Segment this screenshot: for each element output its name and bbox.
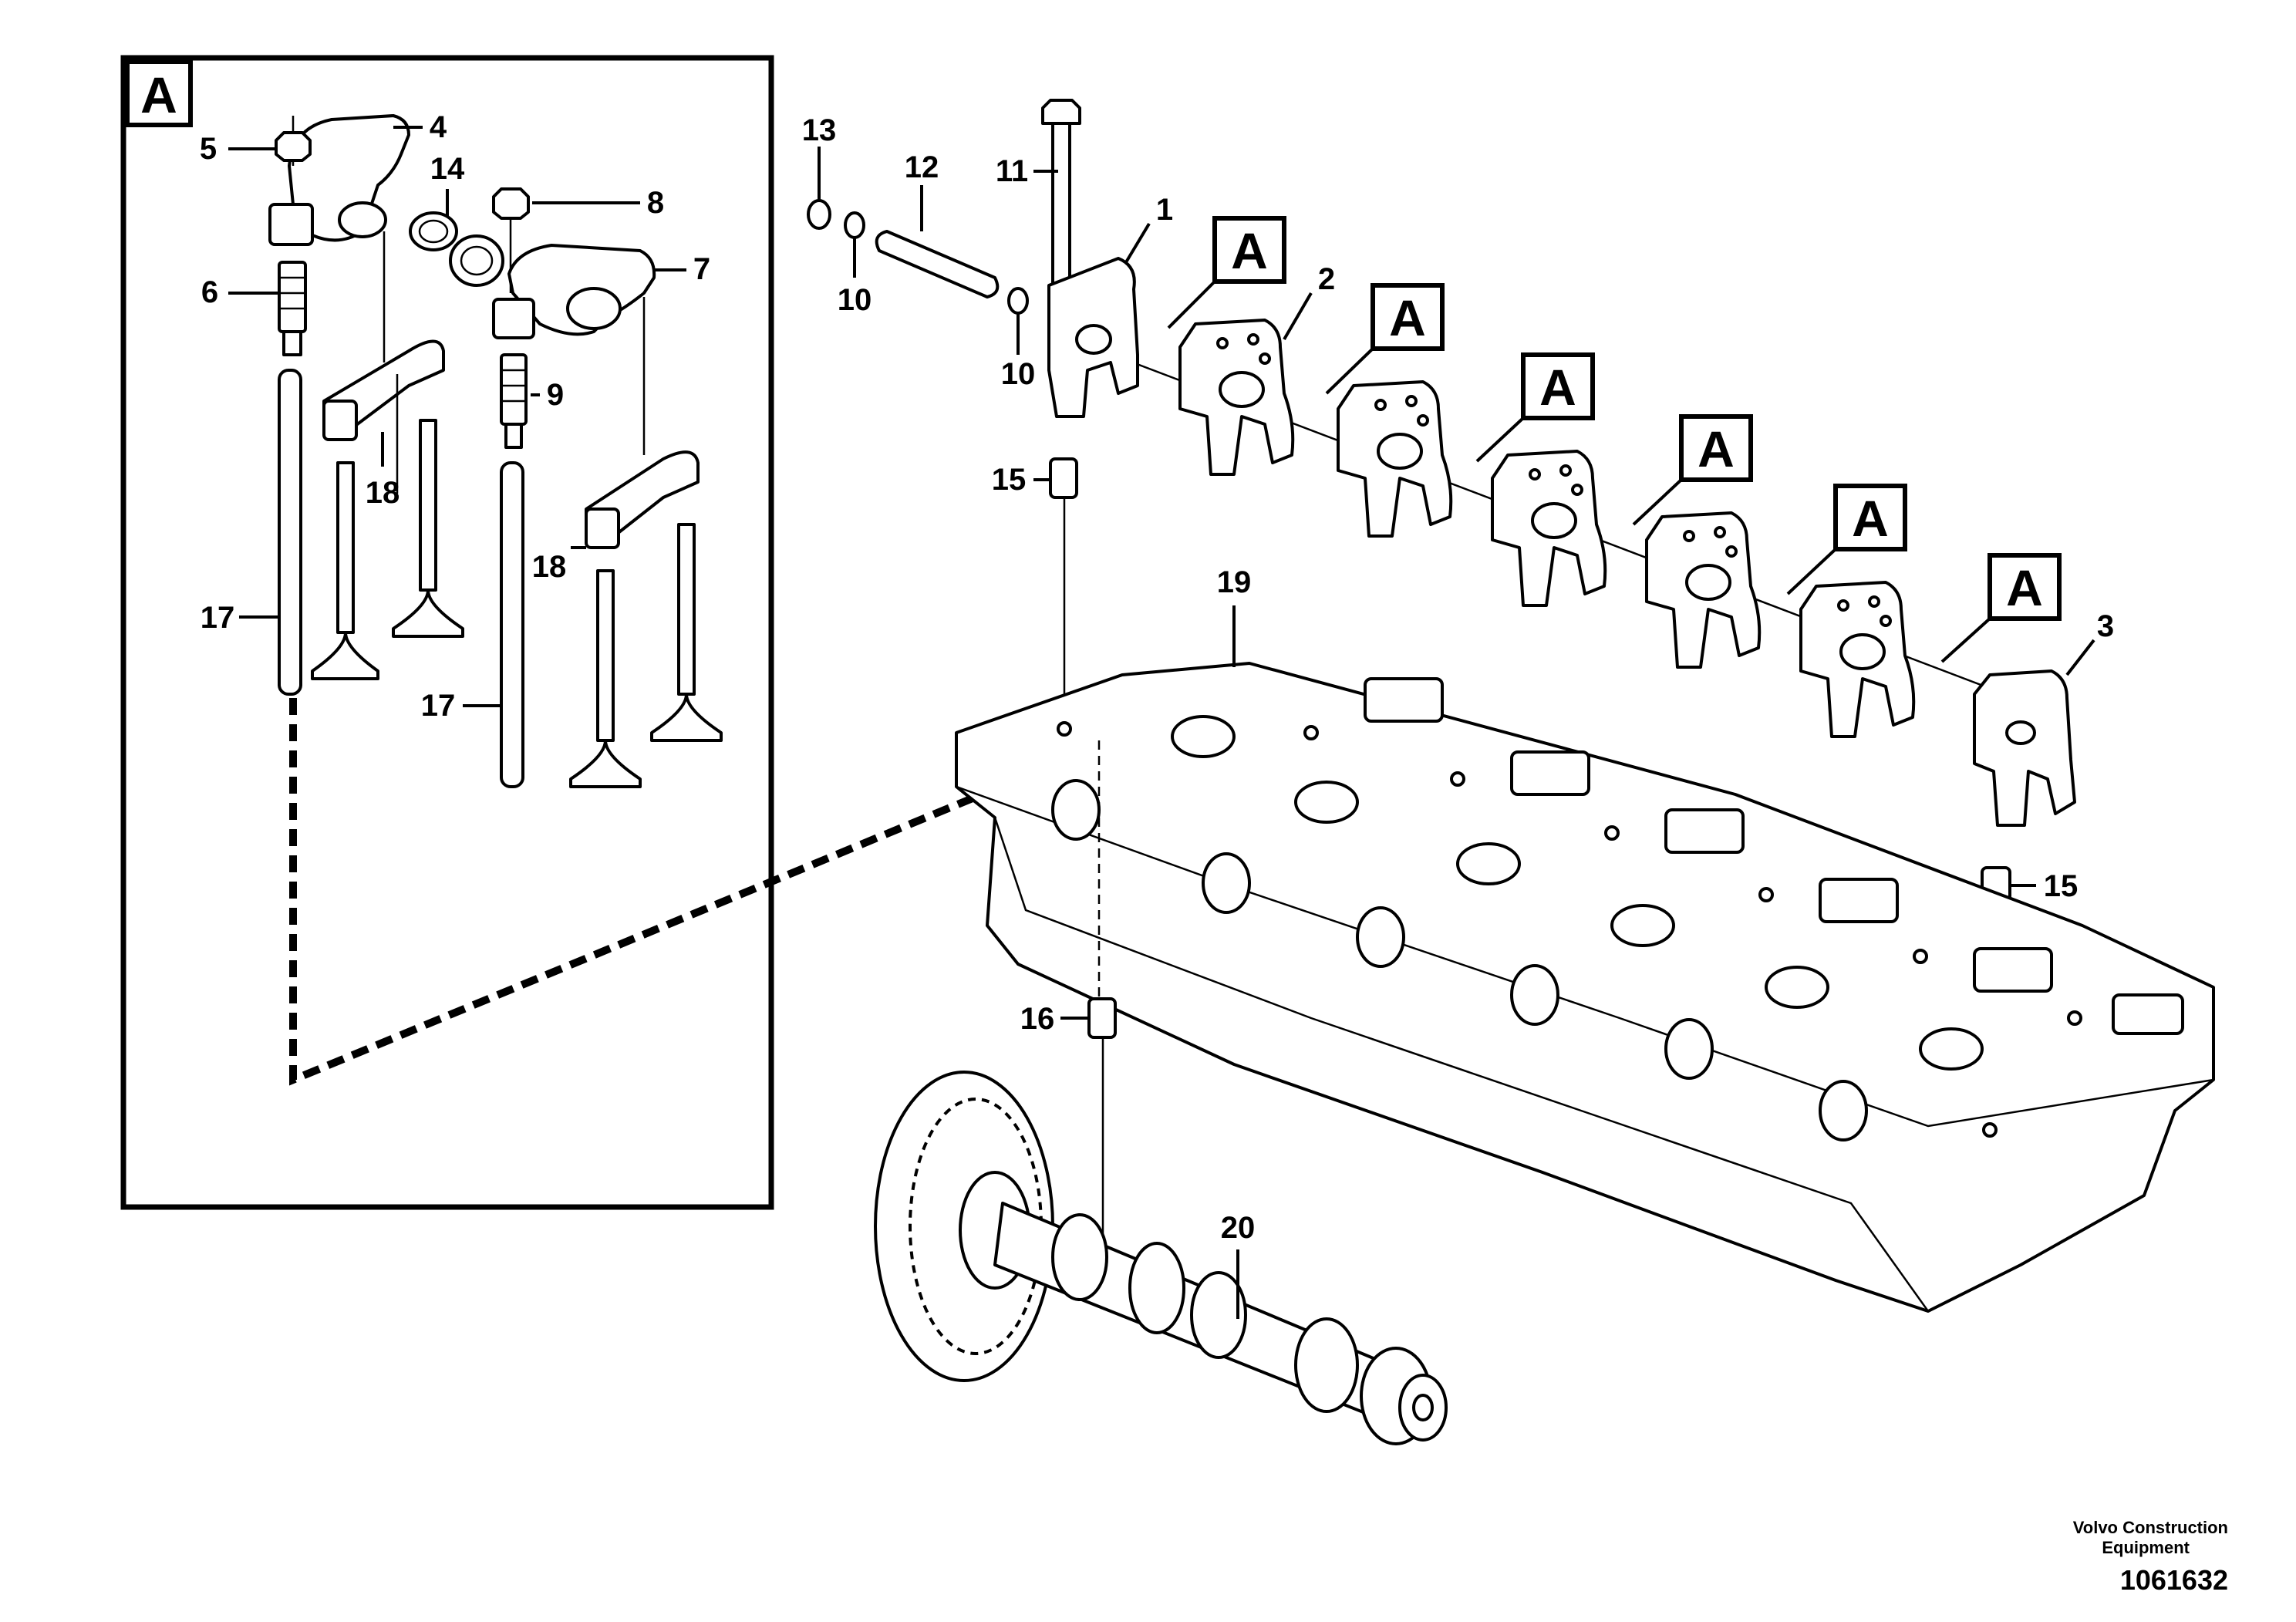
callout-14: 14	[430, 152, 465, 186]
inset-flag-a: A	[140, 66, 177, 123]
rocker-arm-7	[492, 244, 656, 339]
valves	[311, 419, 723, 788]
rocker-shaft-assembly: A A A A A A	[807, 99, 2076, 1134]
rocker-bracket-4	[1645, 511, 1762, 669]
callout-15-left: 15	[992, 463, 1027, 497]
callout-2: 2	[1318, 262, 1335, 296]
adjusting-screw-6	[278, 261, 307, 356]
callout-5: 5	[200, 132, 217, 166]
section-flag-4: A	[1698, 420, 1735, 477]
plug-13	[807, 199, 831, 230]
washer-10-left	[844, 211, 865, 239]
camshaft-20	[874, 1071, 1448, 1445]
brand-line-1: Volvo Construction	[2072, 1518, 2228, 1537]
rocker-arm-4	[268, 114, 410, 246]
callout-6: 6	[201, 275, 218, 309]
brand-line-2: Equipment	[2102, 1538, 2190, 1557]
callout-15-right: 15	[2044, 869, 2079, 903]
callout-9: 9	[547, 378, 564, 412]
push-rod-17-right	[500, 461, 524, 788]
callout-18-left: 18	[366, 476, 400, 510]
callout-17-left: 17	[201, 601, 235, 635]
callout-10-left: 10	[838, 283, 872, 317]
valve-bridge-18-right	[585, 297, 700, 549]
bracket-1	[1047, 257, 1139, 418]
callout-18-right: 18	[532, 550, 567, 584]
inset-connector	[289, 698, 1104, 1086]
rocker-bracket-1	[1178, 319, 1295, 476]
callout-10-right: 10	[1001, 357, 1036, 391]
end-bracket-3	[1973, 669, 2076, 827]
callout-12: 12	[905, 150, 939, 184]
section-flag-2: A	[1389, 289, 1426, 346]
bolt-11	[1041, 99, 1081, 295]
sleeve-16	[1087, 997, 1117, 1249]
callout-17-right: 17	[421, 689, 456, 723]
rocker-bracket-5	[1799, 581, 1916, 738]
bushing-15-left	[1049, 457, 1078, 499]
callout-16: 16	[1020, 1002, 1055, 1036]
push-rod-17-left	[278, 369, 302, 696]
section-flag-6: A	[2006, 559, 2043, 616]
cylinder-head-19	[955, 662, 2215, 1313]
valve-bridge-18-left	[322, 231, 445, 494]
springs-14	[409, 211, 504, 287]
main-callouts: 13 12 11 10 10 1 2 3 15 15 19 16 20	[802, 113, 2114, 1319]
callout-7: 7	[693, 252, 710, 286]
callout-11: 11	[996, 154, 1028, 188]
washer-10-right	[1007, 287, 1029, 315]
callout-1: 1	[1156, 193, 1173, 227]
document-number: 1061632	[2119, 1564, 2228, 1596]
callout-3: 3	[2097, 609, 2114, 643]
detail-inset-a: A	[120, 55, 774, 1210]
shaft-tube-12	[875, 230, 1000, 298]
callout-13: 13	[802, 113, 837, 147]
callout-4: 4	[430, 110, 447, 144]
callout-19: 19	[1217, 565, 1252, 599]
section-flag-5: A	[1852, 490, 1889, 547]
rocker-bracket-2	[1337, 380, 1453, 538]
callout-20: 20	[1221, 1211, 1256, 1245]
section-flag-1: A	[1231, 222, 1268, 279]
callout-8: 8	[647, 186, 664, 220]
adjusting-screw-9	[500, 353, 528, 449]
rocker-bracket-3	[1491, 450, 1607, 607]
section-flag-3: A	[1539, 359, 1576, 416]
nut-5	[275, 116, 312, 166]
